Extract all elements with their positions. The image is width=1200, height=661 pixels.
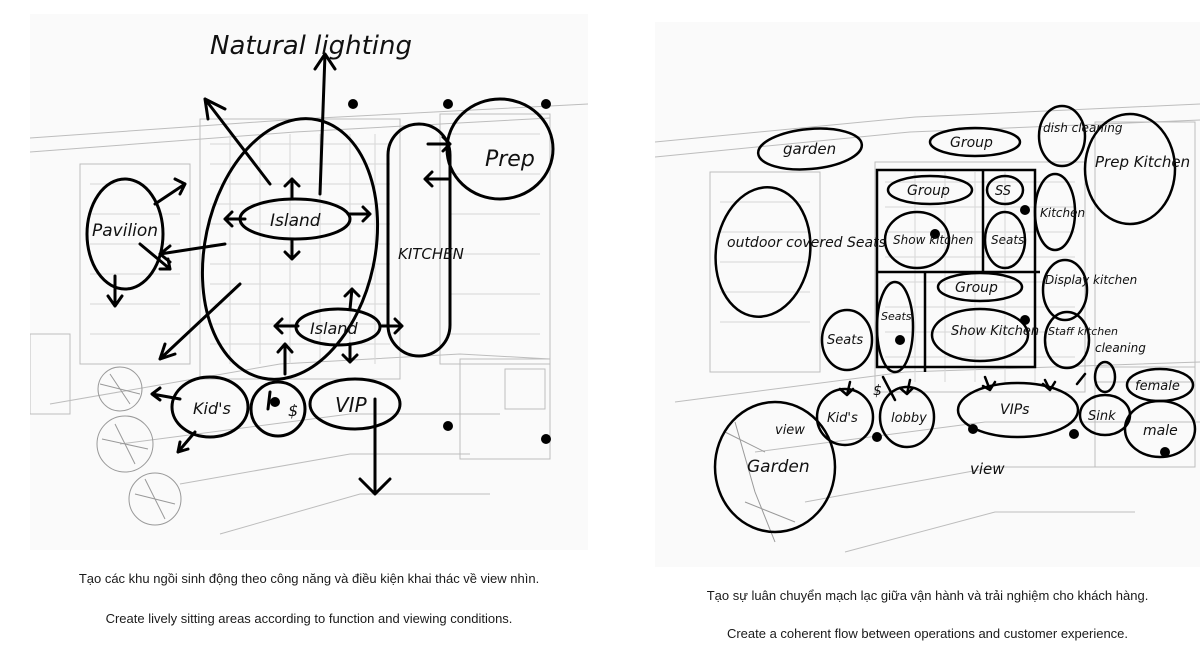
label-mark: $ (873, 383, 882, 399)
label-sink: Sink (1088, 409, 1116, 424)
label-island-top: Island (270, 211, 321, 231)
label-pavilion: Pavilion (92, 221, 158, 241)
label-vip: VIP (335, 393, 368, 417)
pavilion-ellipse (85, 177, 165, 291)
label-prep-kitchen: Prep Kitchen (1095, 153, 1190, 171)
label-staff-kitchen: Staff kitchen (1048, 325, 1118, 338)
right-seat-grid (720, 172, 1075, 382)
left-floorplan-sketch: Natural lighting Pavilion Island Island … (30, 31, 588, 535)
label-show-kitchen-1: Show kitchen (893, 233, 973, 247)
label-cleaning: cleaning (1095, 341, 1146, 355)
right-zone-grid (875, 168, 1040, 372)
label-natural-lighting: Natural lighting (210, 31, 412, 61)
up-left-arrow (203, 97, 272, 186)
label-outdoor-seats: outdoor covered Seats (727, 235, 886, 251)
right-caption-english: Create a coherent flow between operation… (726, 626, 1129, 641)
left-sketch-panel: Natural lighting Pavilion Island Island … (30, 14, 588, 550)
pavilion-arrow-1 (153, 177, 187, 206)
label-view-left: view (775, 423, 805, 438)
right-sketch-panel: garden Group dish cleaning Prep Kitchen … (655, 22, 1200, 567)
label-prep: Prep (485, 147, 535, 172)
lobby-ellipse (249, 380, 307, 438)
label-seats-inner: Seats (881, 310, 912, 323)
label-kitchen-right: Kitchen (1040, 206, 1085, 220)
kids-ellipse (170, 375, 250, 439)
label-seats-mid: Seats (991, 233, 1024, 247)
label-kids: Kid's (193, 399, 231, 418)
label-show-kitchen-2: Show Kitchen (951, 324, 1039, 339)
left-column-dots (270, 99, 551, 444)
right-caption-vietnamese: Tạo sự luân chuyển mạch lạc giữa vận hàn… (706, 588, 1149, 603)
label-group-top: Group (950, 135, 993, 151)
label-lobby: lobby (891, 411, 927, 426)
label-group-mid: Group (907, 183, 950, 199)
up-arrow-lighting (313, 52, 337, 196)
label-kitchen: KITCHEN (398, 245, 464, 263)
label-lobby-mark: $ (288, 401, 298, 420)
down-left-arrow (158, 282, 242, 361)
label-group-low: Group (955, 280, 998, 296)
label-dish-cleaning: dish cleaning (1043, 121, 1123, 135)
label-view-bottom: view (970, 460, 1005, 478)
label-female: female (1135, 379, 1180, 394)
right-sketch-strokes (713, 104, 1197, 534)
left-floorplan-base (30, 103, 588, 535)
pavilion-arrow-2 (158, 242, 227, 264)
left-caption-vietnamese: Tạo các khu ngồi sinh động theo công năn… (78, 571, 540, 586)
vip-ellipse (308, 377, 402, 431)
label-garden-bottom: Garden (747, 457, 810, 477)
label-vips: VIPs (1000, 402, 1029, 418)
left-seat-grid (90, 133, 540, 364)
label-garden-top: garden (783, 140, 836, 158)
label-island-bottom: Island (310, 319, 358, 338)
right-labels: garden Group dish cleaning Prep Kitchen … (727, 121, 1190, 478)
label-ss: SS (995, 184, 1011, 199)
down-arrow-vip (358, 397, 392, 496)
label-male: male (1143, 423, 1178, 439)
left-trees (96, 366, 182, 526)
left-sketch-strokes (85, 52, 555, 496)
garden-circle (713, 400, 837, 534)
label-kids-right: Kid's (827, 411, 858, 426)
label-display-kitchen: Display kitchen (1045, 273, 1137, 287)
label-seats-left: Seats (827, 333, 863, 348)
right-floorplan-sketch: garden Group dish cleaning Prep Kitchen … (655, 103, 1200, 553)
main-dining-ellipse (200, 117, 380, 381)
right-trees (724, 421, 796, 543)
left-caption-english: Create lively sitting areas according to… (105, 611, 513, 626)
kitchen-oval (386, 122, 452, 358)
